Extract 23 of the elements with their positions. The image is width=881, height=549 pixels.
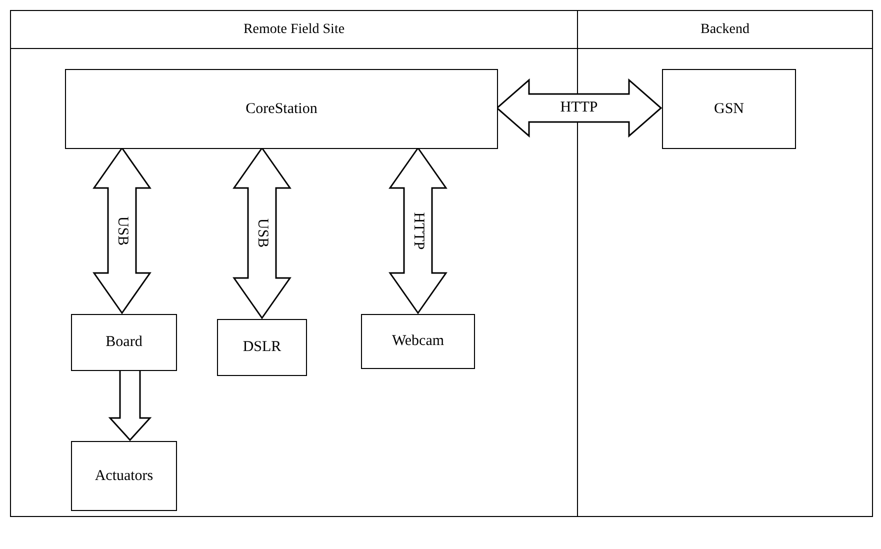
box-label: GSN [714, 100, 744, 118]
block-arrow [108, 369, 152, 442]
process-box [217, 319, 307, 376]
edge-label: USB [254, 218, 270, 248]
process-box [662, 69, 796, 149]
box-label: Board [106, 334, 142, 351]
lane-header: Backend [578, 11, 872, 49]
process-box [71, 314, 177, 371]
box-label: Webcam [392, 333, 444, 350]
process-box [361, 314, 475, 369]
box-label: Actuators [94, 468, 154, 484]
edge-label: HTTP [410, 212, 426, 250]
box-label: DSLR [242, 339, 282, 356]
edge-label: HTTP [560, 100, 598, 116]
lane-header: Remote Field Site [11, 11, 577, 49]
edge-label: USB [114, 216, 130, 246]
box-label: CoreStation [246, 100, 318, 118]
process-box [65, 69, 498, 149]
block-arrow [232, 146, 292, 320]
block-arrow [496, 78, 662, 138]
block-arrow [92, 146, 152, 314]
process-box [71, 441, 177, 511]
block-arrow [388, 146, 448, 314]
